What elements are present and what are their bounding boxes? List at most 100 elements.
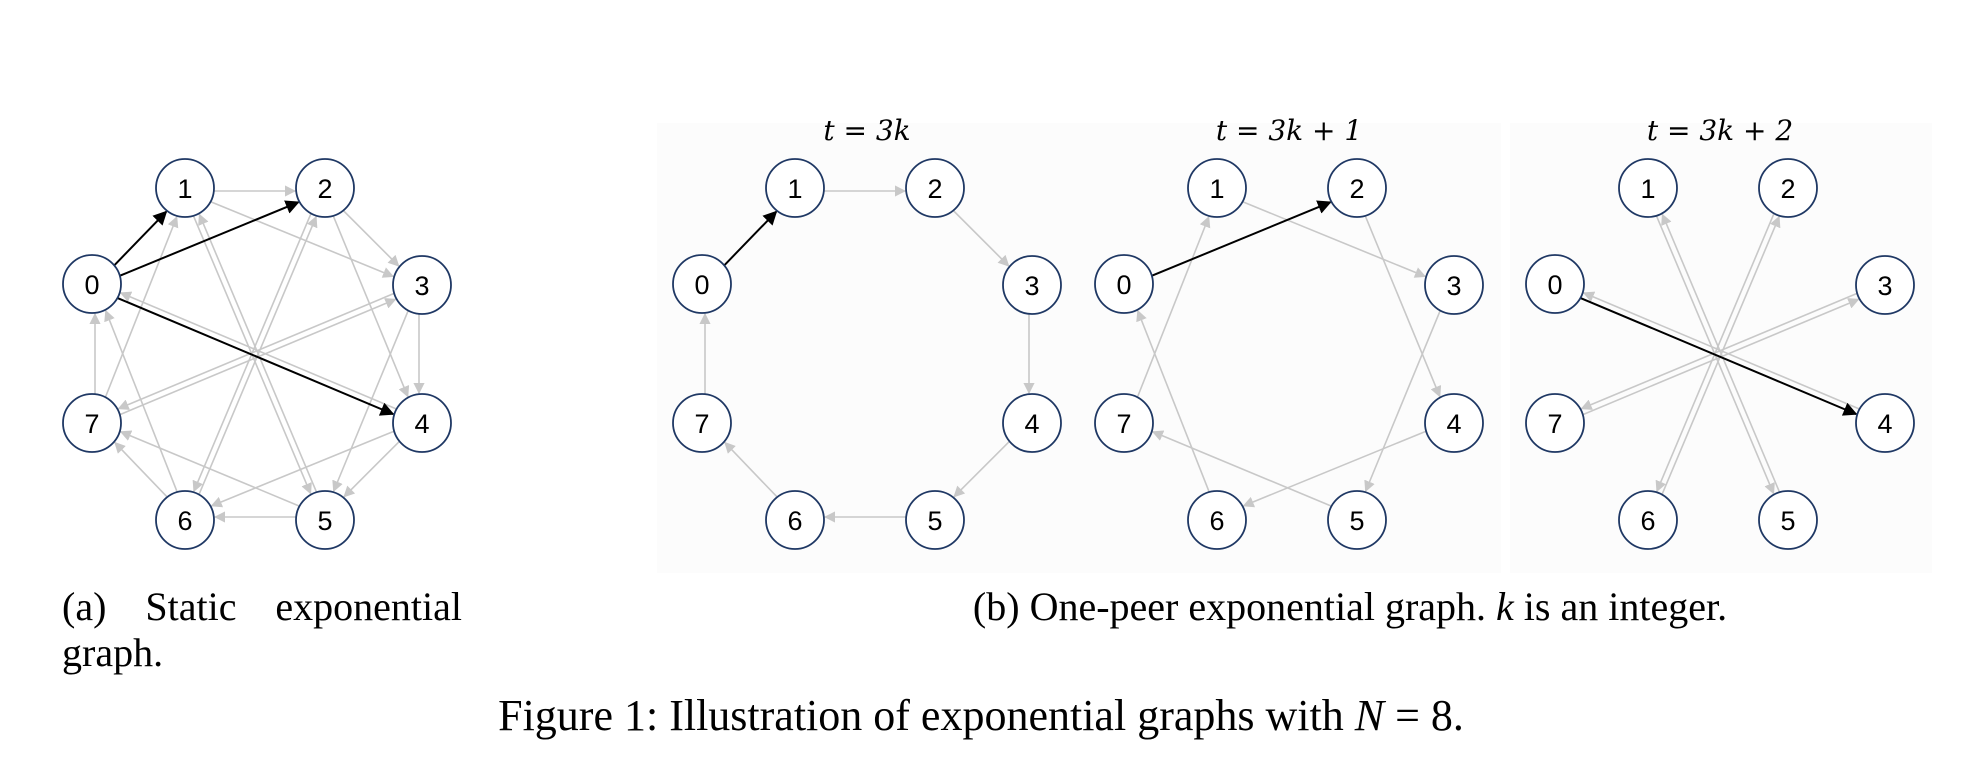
figure-caption: Figure 1: Illustration of exponential gr…	[0, 690, 1962, 741]
node-label: 0	[694, 270, 709, 300]
node-label: 6	[1209, 506, 1224, 536]
node-label: 1	[177, 174, 192, 204]
edge	[332, 310, 409, 493]
node-label: 2	[317, 174, 332, 204]
edge	[1364, 310, 1441, 493]
node-1: 1	[765, 158, 825, 218]
node-5: 5	[905, 490, 965, 550]
panel-background	[1079, 123, 1501, 573]
one-peer-panel-0: 0 1 2 3 4 5 6 7 t = 3k	[657, 114, 1079, 573]
edge	[210, 201, 395, 278]
node-6: 6	[1187, 490, 1247, 550]
node-circle	[1002, 393, 1062, 453]
figure-caption-prefix: Figure 1: Illustration of exponential gr…	[498, 691, 1344, 740]
panel-title: t = 3k	[823, 114, 910, 147]
edge	[104, 309, 178, 493]
node-0: 0	[672, 254, 732, 314]
caption-b-prefix: (b) One-peer exponential graph.	[972, 584, 1487, 629]
node-circle	[765, 490, 825, 550]
node-label: 7	[1547, 409, 1562, 439]
node-circle	[765, 158, 825, 218]
node-6: 6	[155, 490, 215, 550]
node-circle	[1525, 254, 1585, 314]
node-label: 0	[1116, 270, 1131, 300]
panel-background	[1510, 123, 1932, 573]
figure-caption-variable: N	[1354, 691, 1385, 740]
node-circle	[1855, 393, 1915, 453]
edge	[114, 441, 168, 498]
node-label: 2	[1349, 174, 1364, 204]
node-circle	[62, 254, 122, 314]
caption-one-peer-graph: (b) One-peer exponential graph. k is an …	[880, 584, 1820, 630]
node-label: 5	[1349, 506, 1364, 536]
node-label: 5	[1780, 506, 1795, 536]
node-2: 2	[295, 158, 355, 218]
node-4: 4	[1424, 393, 1484, 453]
highlighted-edge	[1580, 297, 1858, 416]
node-circle	[392, 393, 452, 453]
figure-caption-suffix: = 8.	[1395, 691, 1464, 740]
edge	[332, 215, 410, 398]
node-1: 1	[1618, 158, 1678, 218]
caption-static-graph: (a) Static exponential graph.	[62, 584, 462, 676]
node-label: 4	[1446, 409, 1461, 439]
node-circle	[295, 490, 355, 550]
node-2: 2	[905, 158, 965, 218]
node-label: 6	[1640, 506, 1655, 536]
node-0: 0	[1094, 254, 1154, 314]
node-3: 3	[1002, 255, 1062, 315]
node-5: 5	[1327, 490, 1387, 550]
node-7: 7	[1094, 393, 1154, 453]
node-label: 5	[317, 506, 332, 536]
node-circle	[1758, 490, 1818, 550]
node-circle	[1094, 254, 1154, 314]
node-circle	[1094, 393, 1154, 453]
node-7: 7	[672, 393, 732, 453]
node-3: 3	[1855, 255, 1915, 315]
edge	[952, 210, 1010, 267]
node-label: 2	[1780, 174, 1795, 204]
node-circle	[1424, 255, 1484, 315]
node-circle	[1327, 158, 1387, 218]
node-label: 3	[1877, 271, 1892, 301]
edge	[1136, 309, 1210, 493]
edge	[1661, 215, 1781, 495]
node-2: 2	[1758, 158, 1818, 218]
edge	[1151, 430, 1332, 507]
node-label: 3	[1024, 271, 1039, 301]
highlighted-edge	[119, 200, 300, 277]
node-circle	[905, 490, 965, 550]
node-circle	[1187, 490, 1247, 550]
node-0: 0	[62, 254, 122, 314]
node-3: 3	[1424, 255, 1484, 315]
node-circle	[1327, 490, 1387, 550]
panel-title: t = 3k + 2	[1647, 114, 1793, 147]
node-6: 6	[765, 490, 825, 550]
panel-background	[657, 123, 1079, 573]
node-label: 2	[927, 174, 942, 204]
node-circle	[155, 490, 215, 550]
node-circle	[905, 158, 965, 218]
node-label: 7	[84, 409, 99, 439]
node-label: 1	[1640, 174, 1655, 204]
node-circle	[672, 393, 732, 453]
node-label: 3	[414, 271, 429, 301]
caption-a-prefix: (a)	[62, 584, 107, 629]
node-label: 7	[694, 409, 709, 439]
node-1: 1	[1187, 158, 1247, 218]
node-circle	[1618, 158, 1678, 218]
edge	[1242, 430, 1427, 508]
edge	[953, 440, 1010, 498]
node-circle	[295, 158, 355, 218]
edge	[210, 430, 395, 508]
node-4: 4	[1002, 393, 1062, 453]
node-circle	[1618, 490, 1678, 550]
node-7: 7	[1525, 393, 1585, 453]
node-label: 5	[927, 506, 942, 536]
caption-a-text: Static exponential graph.	[62, 584, 462, 675]
